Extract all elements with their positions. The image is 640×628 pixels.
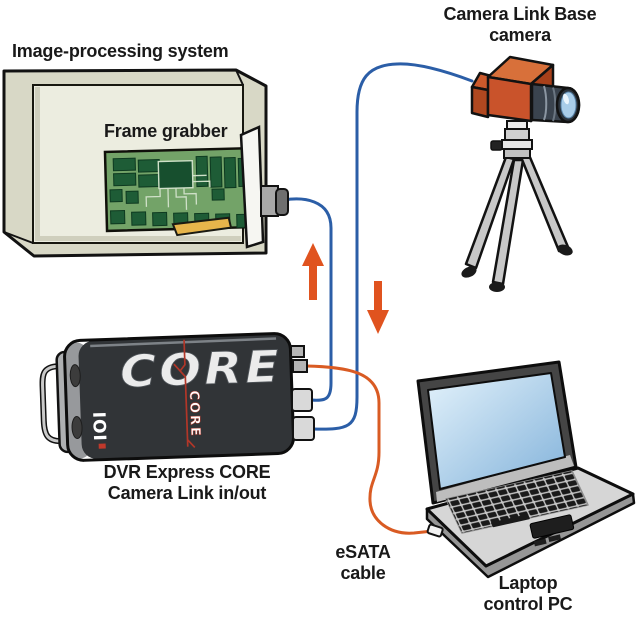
camera-link-cable-camera [311,62,474,431]
esata-plug [426,523,444,538]
tripod-icon [461,120,573,292]
laptop-label-line2: control PC [483,594,573,614]
laptop-spacebar [490,514,530,528]
core-handle [41,364,62,443]
camera-icon [470,55,581,124]
core-top-highlight [90,337,277,348]
dvr-label-line2: Camera Link in/out [107,483,267,503]
esata-label: eSATA cable [313,542,413,584]
gold-edge-connector [171,216,233,237]
camera-link-port-1 [291,388,313,412]
core-logo-text: CORE [119,341,283,398]
case-connector [260,185,289,217]
frame-grabber-label: Frame grabber [104,121,228,141]
camera-label-line2: camera [489,25,551,45]
up-arrow-icon [302,243,324,300]
esata-port [292,359,308,373]
esata-label-line1: eSATA [335,542,391,562]
pcb-traces [145,174,211,210]
ioi-logo-text: IOI [90,410,111,441]
core-side-logo-text: CORE [186,390,203,438]
core-connectors [290,345,315,441]
core-device: CORE CORE IOI [39,332,296,462]
pci-bracket [239,125,265,249]
image-processing-system-label: Image-processing system [12,41,229,61]
camera-label-line1: Camera Link Base [443,4,597,24]
case-shadow-bottom [35,236,241,241]
case-shadow-left [35,87,40,241]
dvr-label-line1: DVR Express CORE [103,462,271,482]
tripod-leg-right [519,153,570,253]
laptop-touchpad [529,514,575,547]
pcb-main-chip [157,159,194,190]
frame-grabber-card [103,146,256,237]
esata-cable-path [304,364,435,535]
laptop-icon [416,360,636,579]
esata-label-line2: cable [340,563,386,583]
dvr-label: DVR Express CORE Camera Link in/out [87,462,287,504]
down-arrow-icon [367,281,389,334]
camera-label: Camera Link Base camera [420,4,620,46]
laptop-screen [427,372,566,490]
tripod-knob [490,140,503,151]
ioi-logo-red-mark [98,443,106,449]
laptop-label-line1: Laptop [498,573,558,593]
core-red-line [173,339,196,449]
laptop-keyboard [446,471,588,533]
camera-connector-block [470,85,490,119]
camera-link-port-2 [292,416,315,441]
camera-lens [530,82,581,124]
laptop-label: Laptop control PC [448,573,608,615]
camera-link-cable-framegrabber [282,197,333,402]
